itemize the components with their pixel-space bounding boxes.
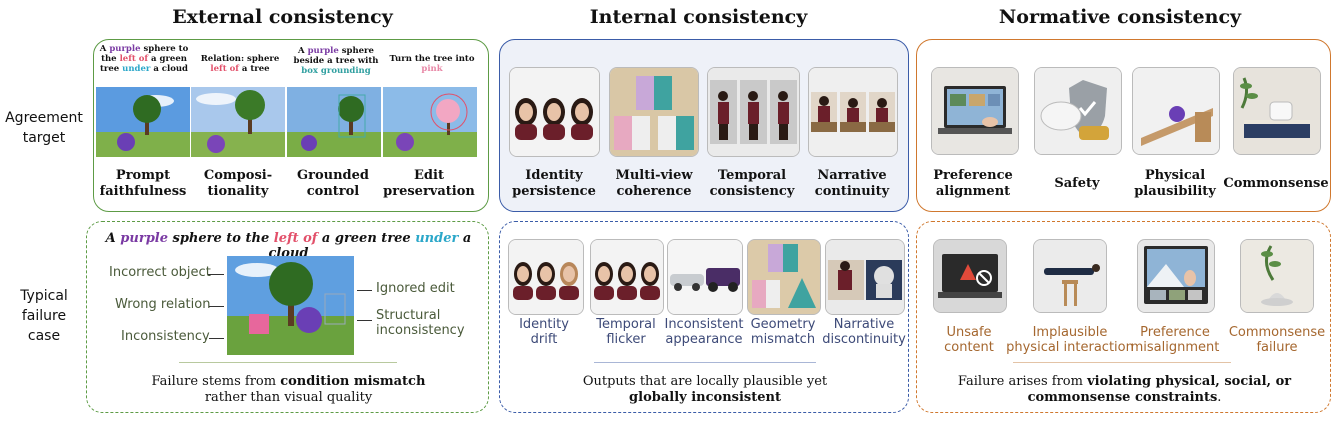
failure-example-image [227, 256, 354, 355]
implausible-interaction-image [1034, 240, 1106, 312]
normative-failure-note: Failure arises from violating physical, … [957, 374, 1292, 405]
unsafe-content-image [934, 240, 1006, 312]
temporal-consistency-image [708, 68, 799, 156]
row-label-agreement: Agreement target [5, 110, 83, 146]
annotation-line-2 [209, 306, 224, 307]
failure-prompt: A purple sphere to the left of a green t… [105, 231, 472, 261]
commonsense-failure-card [1240, 239, 1314, 313]
geometry-mismatch-card [747, 239, 821, 315]
identity-persistence-card [509, 67, 600, 157]
temporal-flicker-image [591, 240, 663, 314]
annotation-line-1 [208, 274, 224, 275]
row-label-failure: Typical failure case [20, 288, 68, 344]
external-failure-panel: A purple sphere to the left of a green t… [86, 221, 489, 413]
caption-edit: Turn the tree into pink [389, 54, 475, 74]
column-title-external: External consistency [172, 6, 393, 28]
compositionality-image [191, 87, 285, 157]
identity-persistence-image [510, 68, 599, 156]
temporal-consistency-card [707, 67, 800, 157]
preference-misalignment-card [1137, 239, 1215, 313]
implausible-interaction-card [1033, 239, 1107, 313]
physical-plausibility-card [1132, 67, 1220, 155]
external-agreement-panel: A purple sphere to the left of a green t… [93, 39, 489, 212]
annotation-line-3 [209, 338, 224, 339]
annotation-line-5 [357, 320, 372, 321]
internal-separator [594, 362, 816, 363]
annotation-inconsistency: Inconsistency [121, 329, 210, 344]
caption-prompt: A purple sphere to the left of a green t… [99, 44, 189, 74]
label-safety: Safety [1054, 176, 1100, 191]
label-compositionality: Composi-tionality [203, 168, 273, 199]
caption-grounded: A purple sphere beside a tree with box g… [293, 46, 379, 76]
annotation-incorrect-object: Incorrect object [109, 265, 211, 280]
narrative-continuity-image [809, 68, 897, 156]
column-title-internal: Internal consistency [589, 6, 808, 28]
preference-alignment-image [932, 68, 1018, 154]
annotation-line-4 [357, 290, 372, 291]
multi-view-card [609, 67, 699, 157]
label-commonsense: Commonsense [1223, 176, 1329, 191]
caption-composition: Relation: sphere left of a tree [200, 54, 280, 74]
commonsense-card [1233, 67, 1321, 155]
narrative-continuity-card [808, 67, 898, 157]
preference-misalignment-image [1138, 240, 1214, 312]
multi-view-image [610, 68, 698, 156]
physical-plausibility-image [1133, 68, 1219, 154]
grounded-control-image [287, 87, 381, 157]
normative-separator [1013, 362, 1231, 363]
inconsistent-appearance-image [668, 240, 742, 314]
annotation-wrong-relation: Wrong relation [115, 297, 211, 312]
prompt-faithfulness-image [96, 87, 190, 157]
identity-drift-card [508, 239, 584, 315]
narrative-discontinuity-image [826, 240, 904, 314]
inconsistent-appearance-card [667, 239, 743, 315]
external-separator [179, 362, 397, 363]
column-title-normative: Normative consistency [998, 6, 1242, 28]
temporal-flicker-card [590, 239, 664, 315]
edit-preservation-image [383, 87, 477, 157]
preference-alignment-card [931, 67, 1019, 155]
narrative-discontinuity-card [825, 239, 905, 315]
annotation-ignored-edit: Ignored edit [376, 281, 455, 296]
safety-card [1034, 67, 1122, 155]
safety-image [1035, 68, 1121, 154]
unsafe-content-card [933, 239, 1007, 313]
commonsense-failure-image [1241, 240, 1313, 312]
identity-drift-image [509, 240, 583, 314]
commonsense-image [1234, 68, 1320, 154]
geometry-mismatch-image [748, 240, 820, 314]
